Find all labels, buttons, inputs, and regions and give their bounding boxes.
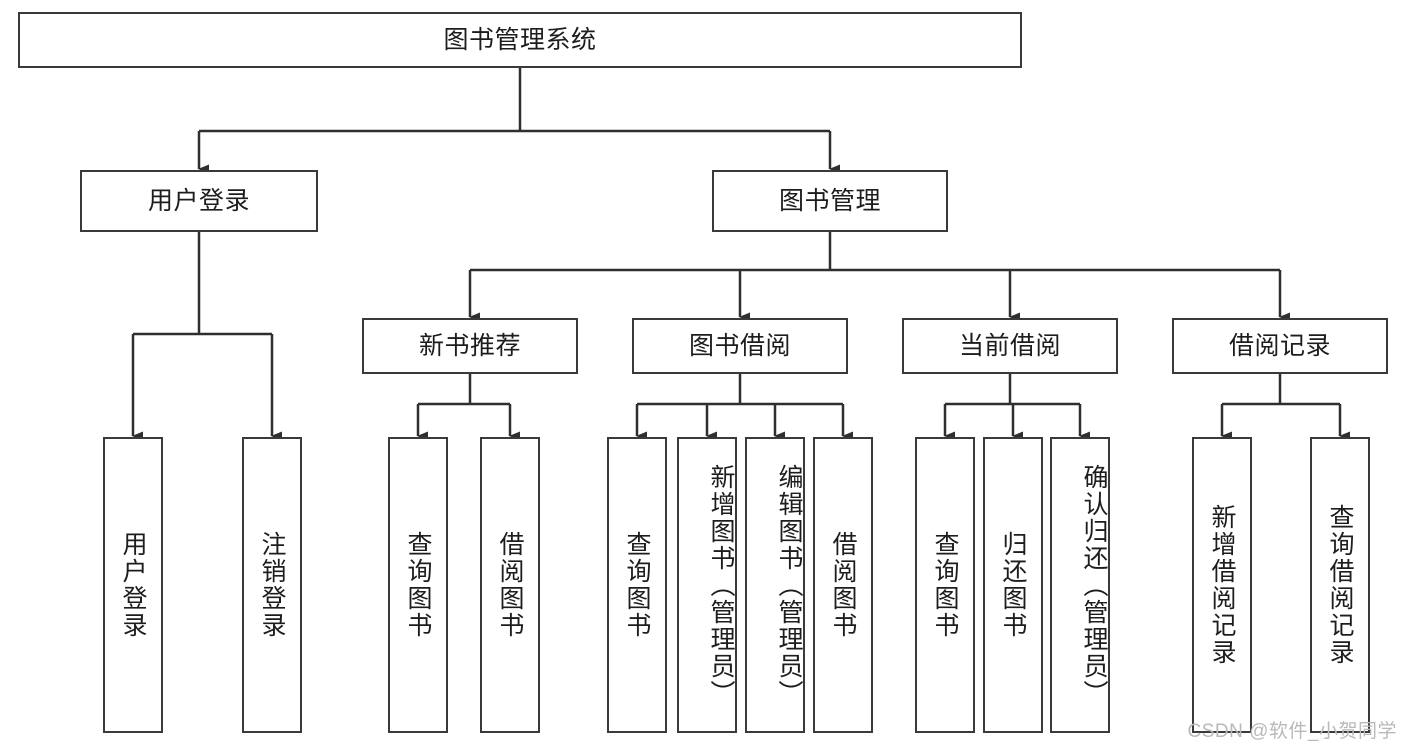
node-label: 查询图书 bbox=[931, 531, 959, 639]
node-current_borrow[interactable]: 当前借阅 bbox=[902, 318, 1118, 374]
node-leaf_borrow_book_2[interactable]: 借阅图书 bbox=[813, 437, 873, 733]
node-leaf_query_book_3[interactable]: 查询图书 bbox=[915, 437, 975, 733]
node-leaf_return_book[interactable]: 归还图书 bbox=[983, 437, 1043, 733]
node-label: 借阅图书 bbox=[496, 531, 524, 639]
edges-group bbox=[131, 68, 1350, 441]
node-label: 借阅图书 bbox=[829, 531, 857, 639]
node-new_book_rec[interactable]: 新书推荐 bbox=[362, 318, 578, 374]
node-label: 归还图书 bbox=[999, 531, 1027, 639]
node-label: 查询图书 bbox=[623, 531, 651, 639]
node-label: 新书推荐 bbox=[418, 332, 521, 360]
node-book_borrow[interactable]: 图书借阅 bbox=[632, 318, 848, 374]
node-leaf_query_book_2[interactable]: 查询图书 bbox=[607, 437, 667, 733]
node-label: 图书管理 bbox=[778, 187, 881, 215]
node-root[interactable]: 图书管理系统 bbox=[18, 12, 1022, 68]
node-label: 查询借阅记录 bbox=[1326, 504, 1354, 666]
node-leaf_query_record[interactable]: 查询借阅记录 bbox=[1310, 437, 1370, 733]
node-leaf_user_login[interactable]: 用户登录 bbox=[103, 437, 163, 733]
node-label: 注销登录 bbox=[258, 531, 286, 639]
node-user_login[interactable]: 用户登录 bbox=[80, 170, 318, 232]
node-label: 查询图书 bbox=[404, 531, 432, 639]
node-book_mgmt[interactable]: 图书管理 bbox=[712, 170, 948, 232]
node-label: 图书管理系统 bbox=[443, 26, 597, 54]
node-label: 图书借阅 bbox=[688, 332, 791, 360]
node-leaf_confirm_return[interactable]: 确认归还（管理员） bbox=[1050, 437, 1110, 733]
node-label: 借阅记录 bbox=[1228, 332, 1331, 360]
node-borrow_record[interactable]: 借阅记录 bbox=[1172, 318, 1388, 374]
node-label: 用户登录 bbox=[119, 531, 147, 639]
node-label: 当前借阅 bbox=[958, 332, 1061, 360]
node-label: 新增借阅记录 bbox=[1208, 504, 1236, 666]
node-label: 用户登录 bbox=[147, 187, 250, 215]
node-leaf_borrow_book_1[interactable]: 借阅图书 bbox=[480, 437, 540, 733]
node-leaf_add_record[interactable]: 新增借阅记录 bbox=[1192, 437, 1252, 733]
node-label: 编辑图书（管理员） bbox=[775, 463, 803, 707]
node-label: 新增图书（管理员） bbox=[707, 463, 735, 707]
node-leaf_query_book_1[interactable]: 查询图书 bbox=[388, 437, 448, 733]
node-leaf_edit_book[interactable]: 编辑图书（管理员） bbox=[745, 437, 805, 733]
node-label: 确认归还（管理员） bbox=[1080, 463, 1108, 707]
node-leaf_logout[interactable]: 注销登录 bbox=[242, 437, 302, 733]
node-leaf_add_book[interactable]: 新增图书（管理员） bbox=[677, 437, 737, 733]
